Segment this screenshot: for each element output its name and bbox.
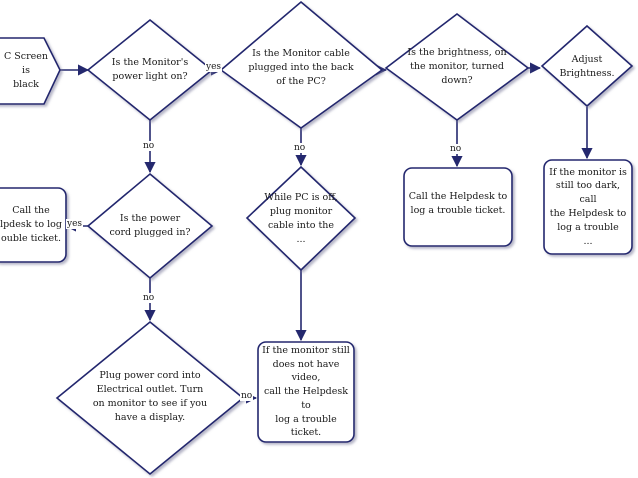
call-helpdesk-left-text: Call the lpdesk to log ouble ticket.: [0, 205, 62, 244]
start-node-text: C Screen is black: [3, 51, 49, 90]
no-video-text: If the monitor still does not have video…: [262, 344, 350, 439]
start-hexagon-shape: [0, 37, 61, 105]
edge-label-cord-yes: yes: [66, 219, 84, 229]
box-still-too-dark-shape: [543, 159, 633, 255]
decision-adjust-shape: [540, 24, 634, 108]
decision-power-cord-shape: [86, 172, 214, 280]
still-too-dark-text: If the monitor is still too dark, call t…: [549, 166, 627, 247]
adjust-brightness-text: Adjust Brightness.: [559, 54, 615, 79]
box-call-helpdesk-mid-shape: [403, 167, 513, 247]
decision-plug-power-cord-shape: [55, 320, 245, 476]
edge-label-power-no: no: [142, 141, 156, 151]
brightness-question: Is the brightness, on the monitor, turne…: [407, 47, 507, 86]
plug-cable-text: While PC is off, plug monitor cable into…: [264, 192, 338, 245]
decision-brightness-shape: [384, 12, 530, 121]
decision-monitor-cable-shape: [219, 0, 384, 129]
decision-plug-cable-shape: [245, 165, 357, 272]
decision-power-light-shape: [86, 18, 214, 122]
edge-label-cable-no: no: [293, 143, 307, 153]
plug-power-cord-text: Plug power cord into Electrical outlet. …: [92, 370, 208, 423]
power-light-question: Is the Monitor's power light on?: [111, 57, 189, 82]
edge-label-power-yes: yes: [205, 62, 223, 72]
power-cord-question: Is the power cord plugged in?: [109, 213, 191, 238]
edge-label-brightness-no: no: [449, 144, 463, 154]
call-helpdesk-mid-text: Call the Helpdesk to log a trouble ticke…: [408, 191, 508, 216]
edge-label-plug-no: no: [240, 391, 254, 401]
monitor-cable-question: Is the Monitor cable plugged into the ba…: [248, 48, 354, 87]
box-no-video-shape: [257, 341, 355, 443]
edge-label-cord-no: no: [142, 293, 156, 303]
